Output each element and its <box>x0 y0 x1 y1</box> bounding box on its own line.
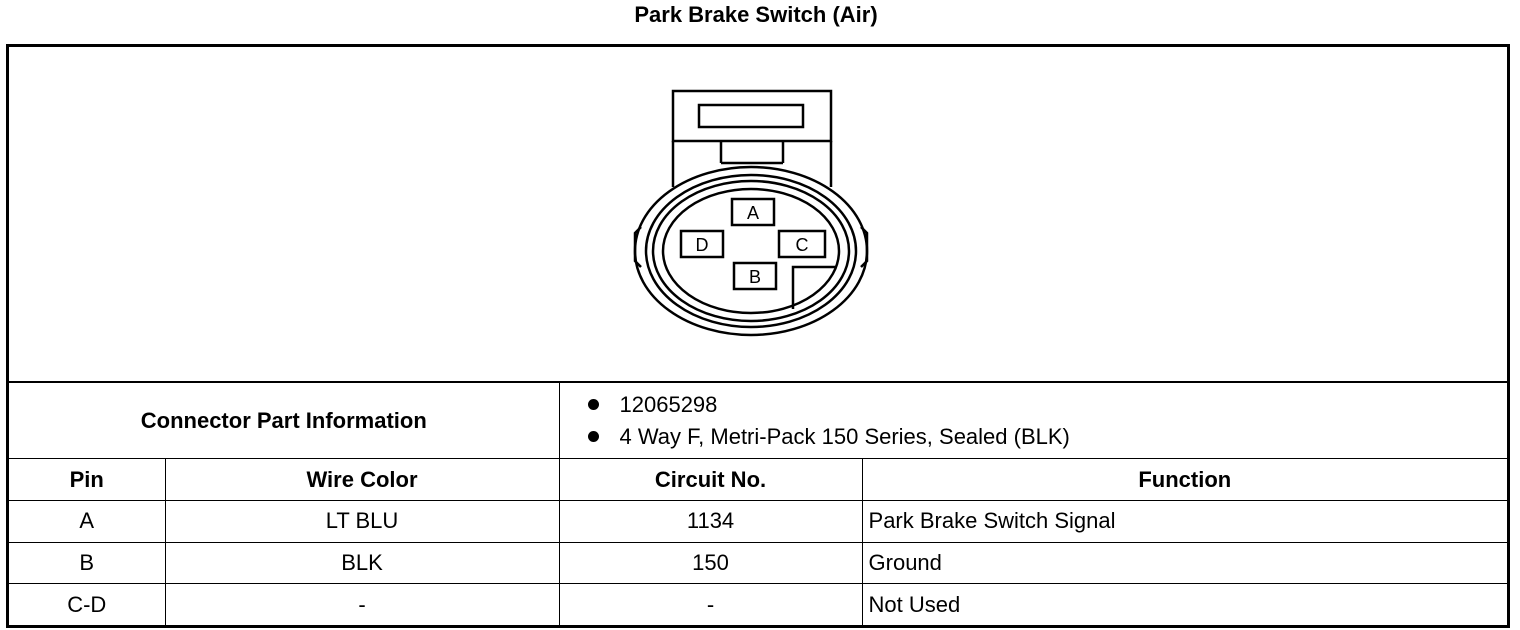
header-pin: Pin <box>9 458 166 501</box>
pin-cavity-c <box>777 229 827 259</box>
pin-label-a: A <box>747 203 759 223</box>
cell-circuit: - <box>558 583 863 625</box>
pinout-table: Connector Part Information 12065298 4 Wa… <box>9 383 1508 625</box>
part-description: 4 Way F, Metri-Pack 150 Series, Sealed (… <box>566 421 1502 453</box>
latch-housing <box>671 89 833 143</box>
header-wire-color: Wire Color <box>164 458 560 501</box>
connector-frame: A D C B Connector Part Information 12065… <box>6 44 1510 628</box>
header-function: Function <box>861 458 1508 501</box>
connector-diagram: A D C B <box>9 47 1507 383</box>
pin-label-b: B <box>749 267 761 287</box>
part-info-label: Connector Part Information <box>9 383 560 460</box>
cell-pin: C-D <box>9 583 166 625</box>
cell-wire-color: BLK <box>164 541 560 585</box>
part-info-values: 12065298 4 Way F, Metri-Pack 150 Series,… <box>558 383 1508 460</box>
pin-label-d: D <box>696 235 709 255</box>
connector-face-drawing: A D C B <box>633 89 869 337</box>
cell-wire-color: LT BLU <box>164 499 560 543</box>
part-info-row: Connector Part Information 12065298 4 Wa… <box>9 383 1508 460</box>
table-row: A LT BLU 1134 Park Brake Switch Signal <box>9 499 1508 543</box>
cell-wire-color: - <box>164 583 560 625</box>
table-header-row: Pin Wire Color Circuit No. Function <box>9 458 1508 501</box>
connector-outer-shell <box>633 165 869 337</box>
cell-function: Ground <box>861 541 1508 585</box>
cell-pin: A <box>9 499 166 543</box>
pin-label-c: C <box>796 235 809 255</box>
page-title: Park Brake Switch (Air) <box>634 2 878 27</box>
pin-cavity-b <box>732 261 778 291</box>
table-row: B BLK 150 Ground <box>9 541 1508 585</box>
pin-cavity-a <box>730 197 776 227</box>
table-row: C-D - - Not Used <box>9 583 1508 625</box>
cell-function: Not Used <box>861 583 1508 625</box>
cell-pin: B <box>9 541 166 585</box>
header-circuit: Circuit No. <box>558 458 863 501</box>
pin-cavity-d <box>679 229 725 259</box>
cell-function: Park Brake Switch Signal <box>861 499 1508 543</box>
latch-window <box>697 103 805 129</box>
cell-circuit: 1134 <box>558 499 863 543</box>
part-number: 12065298 <box>566 389 1502 421</box>
cell-circuit: 150 <box>558 541 863 585</box>
